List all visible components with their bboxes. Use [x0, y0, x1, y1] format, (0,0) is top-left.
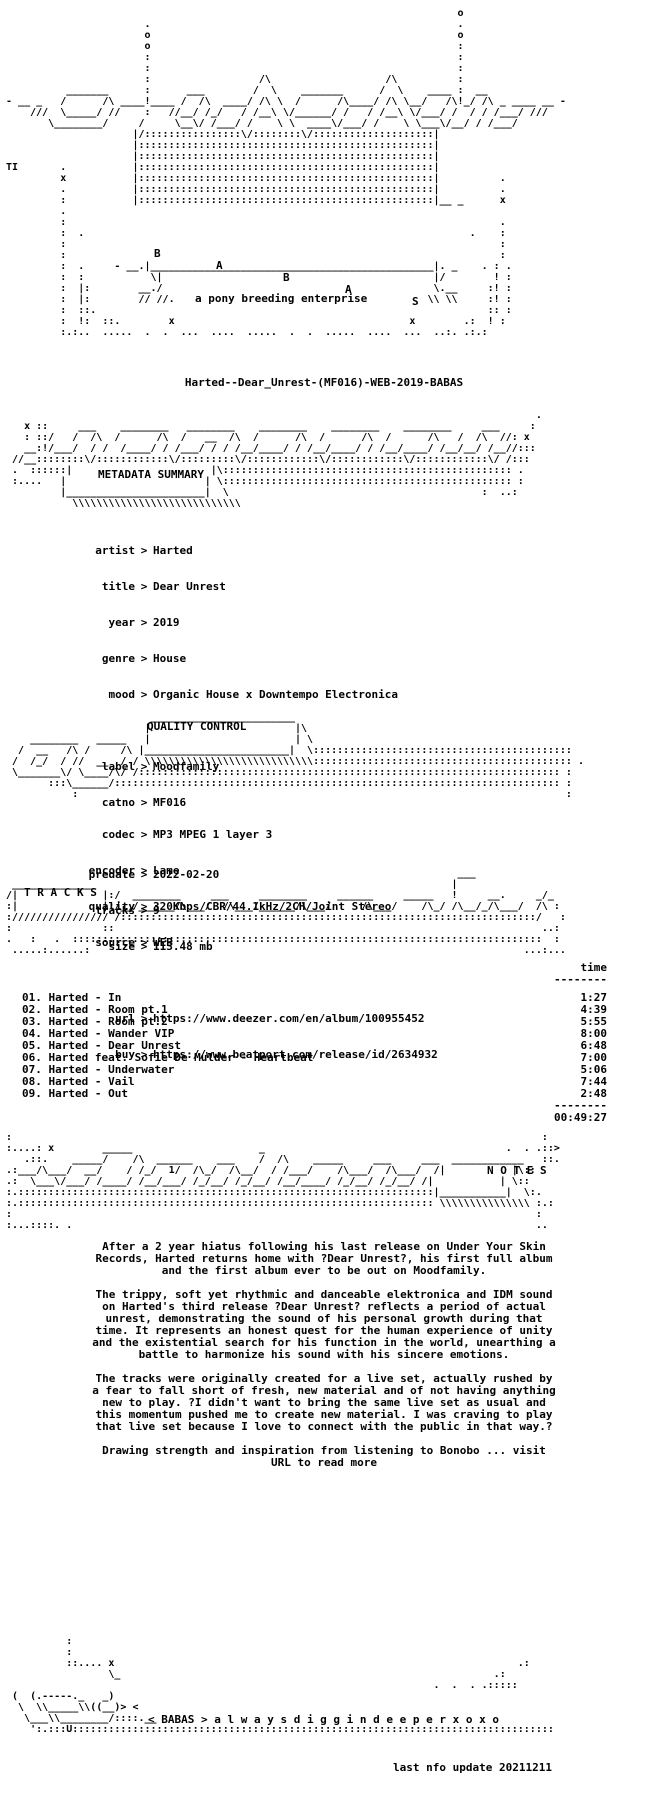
group-letters: B A B A S [0, 236, 648, 308]
meta-row-predate: predate>2022-02-20 [88, 868, 220, 881]
metadata-banner-art: . x :: ___ ________ ________ ________ __… [12, 410, 542, 509]
tracks-banner-art: ___ ______________ | /| |:/ ________ ___… [6, 868, 566, 956]
meta-row-artist: artist>Harted [95, 544, 193, 557]
meta-row-label: label>Moodfamily [101, 760, 220, 773]
quality-heading: QUALITY CONTROL [147, 720, 247, 733]
quality-row-quality: quality>320Kbps/CBR/44.1kHz/2CH/Joint St… [88, 900, 392, 913]
notes-paragraph: The tracks were originally created for a… [92, 1372, 556, 1433]
quality-list: codec>MP3 MPEG 1 layer 3 encoder>Lame qu… [0, 805, 392, 961]
letter-b2: B [283, 271, 290, 284]
quality-row-encoder: encoder>Lame [88, 864, 180, 877]
meta-row-catno: catno>MF016 [101, 796, 187, 809]
meta-row-url: url>https://www.deezer.com/en/album/1009… [115, 1012, 425, 1025]
nfo-update: last nfo update 20211211 [393, 1761, 552, 1774]
notes-body: After a 2 year hiatus following his last… [0, 1241, 648, 1481]
tracks-heading: T R A C K S [24, 886, 97, 899]
metadata-heading: METADATA SUMMARY [98, 468, 204, 481]
total-time: 00:49:27 [554, 1111, 607, 1124]
beatport-link[interactable]: https://www.beatport.com/release/id/2634… [153, 1048, 438, 1061]
letter-a2: A [345, 283, 352, 296]
notes-paragraph: The trippy, soft yet rhythmic and dancea… [92, 1288, 556, 1361]
footer-art: : : ::.... x .: \_ .: [12, 1636, 554, 1735]
meta-row-mood: mood>Organic House x Downtempo Electroni… [108, 688, 399, 701]
time-header: time [580, 961, 608, 974]
letter-a1: A [216, 259, 223, 272]
deezer-link[interactable]: https://www.deezer.com/en/album/10095545… [153, 1012, 425, 1025]
meta-row-buy: buy>https://www.beatport.com/release/id/… [115, 1048, 438, 1061]
tagline: a pony breeding enterprise [195, 292, 368, 305]
release-name: Harted--Dear_Unrest-(MF016)-WEB-2019-BAB… [184, 376, 464, 389]
quality-row-codec: codec>MP3 MPEG 1 layer 3 [101, 828, 273, 841]
letter-s: S [412, 295, 419, 308]
letter-b1: B [154, 247, 161, 260]
quality-banner-art: ________________________ | |\ ________ _… [12, 712, 584, 800]
meta-row-title: title>Dear Unrest [101, 580, 226, 593]
meta-row-tracks: tracks>9 [95, 904, 160, 917]
notes-paragraph: After a 2 year hiatus following his last… [95, 1240, 553, 1277]
meta-row-size: size>113.48 mb [108, 940, 213, 953]
meta-row-year: year>2019 [108, 616, 180, 629]
notes-banner-art: : : :....: x _____ _ . . .::> .::. ___ [6, 1132, 560, 1231]
footer-motto: < BABAS > a l w a y s d i g g i n d e e … [148, 1713, 499, 1726]
track-row[interactable]: 06. Harted feat. Sofie De Mulder - Heart… [22, 1051, 607, 1064]
logo-art: o . . o o o [6, 8, 566, 338]
quality-row-source: source>WEB [95, 936, 173, 949]
notes-heading: N O T E S [487, 1164, 547, 1177]
metadata-list: artist>Harted title>Dear Unrest year>201… [0, 521, 438, 1073]
notes-paragraph: Drawing strength and inspiration from li… [102, 1444, 546, 1469]
meta-row-genre: genre>House [101, 652, 187, 665]
